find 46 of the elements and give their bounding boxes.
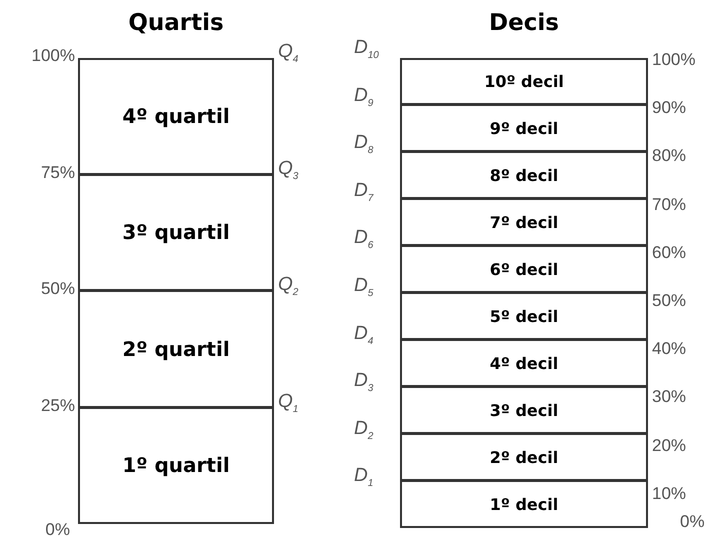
decile-symbol: D$_{1}$ (354, 466, 374, 492)
decile-symbol: D$_{2}$ (354, 418, 374, 444)
percent-label: 50% (652, 291, 686, 311)
decile-band: 10º decil (400, 58, 648, 105)
decile-symbol: D$_{7}$ (354, 180, 374, 206)
percent-label: 20% (652, 436, 686, 456)
decile-symbol: D$_{3}$ (354, 371, 374, 396)
percent-label: 40% (652, 339, 686, 360)
quartile-symbol: Q$_{1}$ (278, 392, 298, 416)
quartile-band: 4º quartil (78, 58, 274, 174)
percent-label: 100% (32, 46, 75, 66)
quartile-symbol: Q$_{4}$ (278, 42, 298, 67)
decile-symbol: D$_{4}$ (354, 324, 374, 348)
percent-label: 10% (652, 484, 686, 504)
decile-symbol: D$_{5}$ (354, 276, 374, 301)
decile-band: 7º decil (400, 198, 648, 246)
percent-label: 75% (40, 162, 75, 182)
decile-band: 5º decil (400, 292, 648, 340)
quartile-symbol: Q$_{2}$ (278, 275, 298, 300)
decile-band: 2º decil (400, 433, 648, 481)
column-title: Decis (488, 10, 560, 36)
column-title: Quartis (127, 10, 225, 36)
decile-symbol: D$_{9}$ (354, 86, 374, 110)
decile-band: 8º decil (400, 151, 648, 199)
decile-symbol: D$_{10}$ (354, 38, 379, 63)
decile-symbol: D$_{8}$ (354, 133, 374, 158)
quartile-band: 2º quartil (78, 290, 274, 408)
decile-band: 4º decil (400, 339, 648, 387)
decile-symbol: D$_{6}$ (354, 228, 374, 254)
percent-label: 90% (652, 98, 686, 118)
percent-label: 70% (652, 194, 686, 215)
quartile-symbol: Q$_{3}$ (278, 158, 298, 184)
decile-band: 6º decil (400, 245, 648, 293)
percent-label: 60% (652, 242, 686, 263)
percent-label: 50% (40, 279, 75, 299)
decile-band: 1º decil (400, 480, 648, 528)
percent-label: 80% (652, 146, 686, 166)
percent-label: 25% (40, 396, 75, 416)
decile-band: 9º decil (400, 104, 648, 152)
decile-band: 3º decil (400, 386, 648, 434)
quartile-band: 3º quartil (78, 174, 274, 291)
percent-label: 0% (680, 512, 705, 532)
percent-label: 100% (652, 50, 696, 70)
percent-label: 0% (45, 520, 70, 536)
quartile-band: 1º quartil (78, 406, 274, 524)
percent-label: 30% (652, 387, 686, 408)
